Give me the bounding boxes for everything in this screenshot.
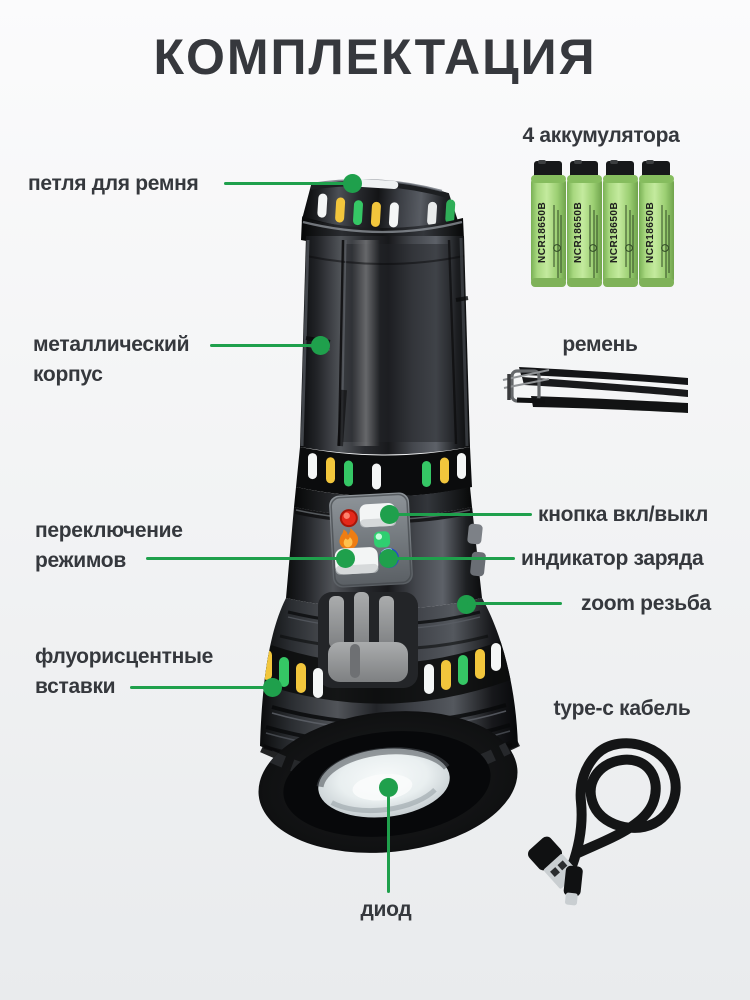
flashlight-body [300, 236, 470, 455]
callout-line-metal-body [210, 344, 316, 347]
callout-dot-diode [379, 778, 398, 797]
callout-line-mode-switch [146, 557, 342, 560]
label-fluorescent-inserts: флуорисцентные вставки [35, 645, 213, 698]
callout-dot-power-button [380, 505, 399, 524]
label-metal-body: металлический корпус [33, 333, 190, 386]
label-cable: type-c кабель [553, 697, 691, 720]
label-mode-switch: переключение режимов [35, 519, 183, 572]
middle-insert-band [296, 447, 472, 497]
strap-loop-slot [354, 178, 399, 189]
usb-c-connector [563, 865, 583, 906]
callout-dot-fluorescent-inserts [263, 678, 282, 697]
strap [502, 367, 688, 413]
callout-line-charge-indicator [389, 557, 515, 560]
callout-dot-charge-indicator [379, 549, 398, 568]
callout-line-power-button [390, 513, 532, 516]
label-batteries: 4 аккумулятора [522, 124, 680, 147]
label-power-button: кнопка вкл/выкл [538, 503, 709, 526]
green-led [373, 531, 391, 548]
label-charge-indicator: индикатор заряда [521, 547, 704, 570]
label-diode: диод [360, 898, 412, 921]
label-zoom-thread: zoom резьба [581, 592, 711, 615]
cap-lip-highlight [302, 220, 463, 234]
callout-dot-strap-loop [343, 174, 362, 193]
zoom-slider [318, 592, 418, 688]
battery-cell: NCR18650B [639, 160, 674, 287]
callout-dot-metal-body [311, 336, 330, 355]
svg-text:NCR18650B: NCR18650B [609, 202, 620, 263]
usb-cable [528, 738, 681, 906]
flashlight [258, 178, 520, 853]
battery-cell: NCR18650B [567, 160, 602, 287]
head-insert-band [262, 643, 501, 698]
svg-text:NCR18650B: NCR18650B [537, 202, 548, 263]
callout-dot-zoom-thread [457, 595, 476, 614]
svg-text:NCR18650B: NCR18650B [645, 202, 656, 263]
callout-line-fluorescent-inserts [130, 686, 270, 689]
callout-line-strap-loop [224, 182, 348, 185]
tail-insert-ring [317, 193, 456, 228]
callout-line-zoom-thread [467, 602, 562, 605]
battery-cell: NCR18650B [531, 160, 566, 287]
label-strap-loop: петля для ремня [28, 172, 199, 195]
callout-line-diode [387, 796, 390, 893]
callout-dot-mode-switch [336, 549, 355, 568]
lens-face [258, 711, 518, 853]
battery-cell: NCR18650B [603, 160, 638, 287]
page-title: КОМПЛЕКТАЦИЯ [153, 29, 597, 85]
control-panel [329, 492, 413, 588]
batteries: NCR18650B NCR18650B NCR18650B [531, 160, 674, 287]
flame-icon [339, 528, 359, 550]
label-strap: ремень [562, 333, 638, 356]
svg-text:NCR18650B: NCR18650B [573, 202, 584, 263]
